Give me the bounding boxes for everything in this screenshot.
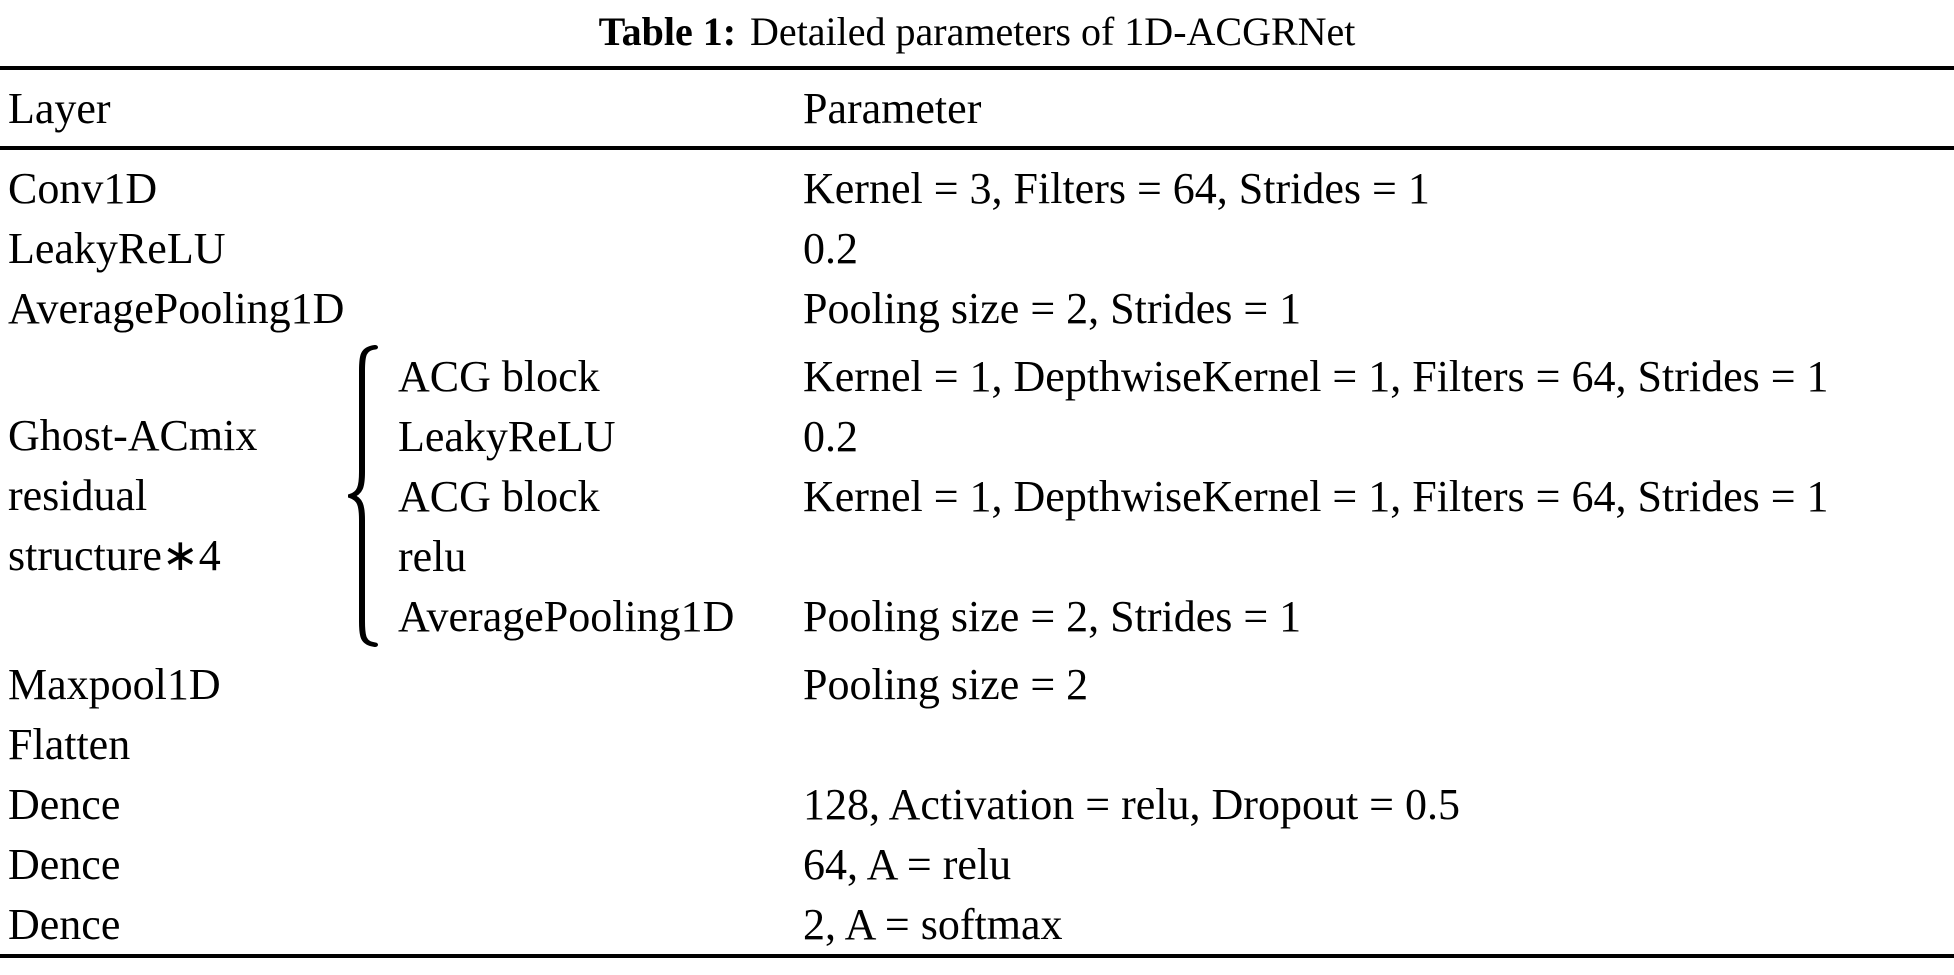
layer-cell: ACG block (398, 351, 600, 401)
table-header-rule (0, 146, 1954, 150)
group-label-line: Ghost-ACmix (8, 411, 258, 460)
table-row: AveragePooling1D Pooling size = 2, Strid… (398, 586, 1954, 646)
layer-cell: Maxpool1D (8, 659, 221, 709)
parameter-cell: 2, A = softmax (803, 899, 1063, 949)
group-inner-rows: ACG block Kernel = 1, DepthwiseKernel = … (398, 346, 1954, 646)
table-row: ACG block Kernel = 1, DepthwiseKernel = … (398, 466, 1954, 526)
table-row: Dence 64, A = relu (0, 834, 1954, 894)
layer-cell: AveragePooling1D (8, 283, 345, 333)
layer-cell: relu (398, 531, 467, 581)
parameter-cell: 128, Activation = relu, Dropout = 0.5 (803, 779, 1460, 829)
parameter-cell: 64, A = relu (803, 839, 1012, 889)
parameter-cell: Kernel = 3, Filters = 64, Strides = 1 (803, 163, 1430, 213)
layer-cell: Dence (8, 779, 121, 829)
table-caption-text: Detailed parameters of 1D-ACGRNet (750, 9, 1356, 54)
table-row: Flatten (0, 714, 1954, 774)
table-caption-label: Table 1: (598, 9, 737, 54)
table-row: Dence 2, A = softmax (0, 894, 1954, 954)
table-row: AveragePooling1D Pooling size = 2, Strid… (0, 278, 1954, 338)
layer-cell: Flatten (8, 719, 131, 769)
table-row: ACG block Kernel = 1, DepthwiseKernel = … (398, 346, 1954, 406)
table-top-rule (0, 66, 1954, 70)
table-bottom-rule (0, 954, 1954, 958)
group-label: Ghost-ACmix residual structure∗4 (8, 406, 257, 586)
layer-cell: LeakyReLU (398, 411, 616, 461)
table-body-top: Conv1D Kernel = 3, Filters = 64, Strides… (0, 150, 1954, 338)
column-header-layer: Layer (8, 83, 111, 133)
parameter-cell: Pooling size = 2, Strides = 1 (803, 591, 1302, 641)
parameter-cell: 0.2 (803, 223, 858, 273)
layer-cell: Dence (8, 899, 121, 949)
layer-cell: Dence (8, 839, 121, 889)
table-row: LeakyReLU 0.2 (0, 218, 1954, 278)
layer-cell: ACG block (398, 471, 600, 521)
table-row: LeakyReLU 0.2 (398, 406, 1954, 466)
left-curly-brace-icon (348, 345, 378, 647)
table-body-bottom: Maxpool1D Pooling size = 2 Flatten Dence… (0, 654, 1954, 954)
layer-cell: Conv1D (8, 163, 158, 213)
ghost-acmix-group-row: Ghost-ACmix residual structure∗4 ACG blo… (0, 338, 1954, 654)
table-row: Conv1D Kernel = 3, Filters = 64, Strides… (0, 158, 1954, 218)
layer-cell: LeakyReLU (8, 223, 226, 273)
group-label-line: structure∗4 (8, 531, 221, 580)
table-row: relu (398, 526, 1954, 586)
parameter-cell: Pooling size = 2 (803, 659, 1089, 709)
layer-cell: AveragePooling1D (398, 591, 735, 641)
parameter-cell: Kernel = 1, DepthwiseKernel = 1, Filters… (803, 351, 1829, 401)
table-row: Maxpool1D Pooling size = 2 (0, 654, 1954, 714)
parameter-cell: Pooling size = 2, Strides = 1 (803, 283, 1302, 333)
parameter-cell: 0.2 (803, 411, 858, 461)
column-header-parameter: Parameter (803, 83, 982, 133)
parameter-cell: Kernel = 1, DepthwiseKernel = 1, Filters… (803, 471, 1829, 521)
table-row: Dence 128, Activation = relu, Dropout = … (0, 774, 1954, 834)
group-label-line: residual (8, 471, 148, 520)
table-header-row: Layer Parameter (0, 70, 1954, 146)
table-caption: Table 1: Detailed parameters of 1D-ACGRNe… (0, 0, 1954, 66)
